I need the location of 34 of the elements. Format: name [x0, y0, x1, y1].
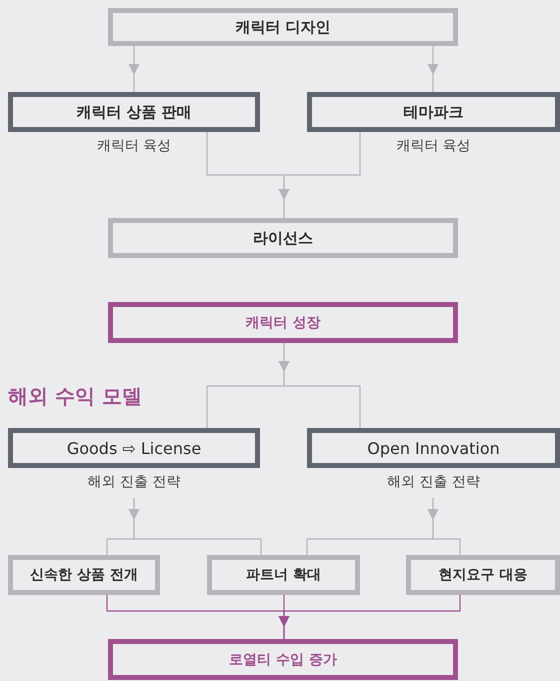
process-box — [406, 555, 560, 595]
annotation-text: 해외 진출 전략 — [88, 473, 180, 491]
process-box — [8, 428, 260, 468]
box-label: 파트너 확대 — [246, 566, 321, 584]
process-box — [307, 92, 560, 132]
box-label: 현지요구 대응 — [438, 566, 528, 584]
box-label: Goods ⇨ License — [66, 438, 202, 458]
connector-arrow — [278, 132, 361, 218]
box-label: Open Innovation — [367, 438, 500, 458]
box-label: 로열티 수입 증가 — [229, 650, 337, 668]
box-label: 캐릭터 성장 — [246, 314, 320, 332]
process-box — [8, 92, 260, 132]
box-label: 캐릭터 디자인 — [235, 18, 331, 36]
connector-arrow — [128, 498, 262, 555]
connector-arrow — [278, 343, 361, 428]
process-box — [108, 8, 458, 46]
annotation-text: 캐릭터 육성 — [96, 137, 172, 155]
box-label: 라이선스 — [253, 228, 313, 248]
box-label: 캐릭터 상품 판매 — [76, 102, 192, 122]
process-box — [8, 555, 160, 595]
process-box — [108, 218, 458, 258]
connector-arrow — [428, 46, 438, 92]
annotation-text: 캐릭터 육성 — [396, 137, 471, 155]
connector-arrow — [128, 46, 140, 92]
box-label: 신속한 상품 전개 — [30, 566, 138, 584]
box-label: 테마파크 — [404, 102, 464, 122]
connector-arrow — [278, 595, 461, 639]
process-box — [207, 555, 360, 595]
section-heading: 해외 수익 모델 — [8, 383, 142, 410]
annotation-text: 해외 진출 전략 — [387, 473, 480, 491]
process-box — [307, 428, 560, 468]
process-box — [108, 639, 458, 680]
connector-arrow — [428, 498, 461, 555]
process-box — [108, 302, 458, 343]
